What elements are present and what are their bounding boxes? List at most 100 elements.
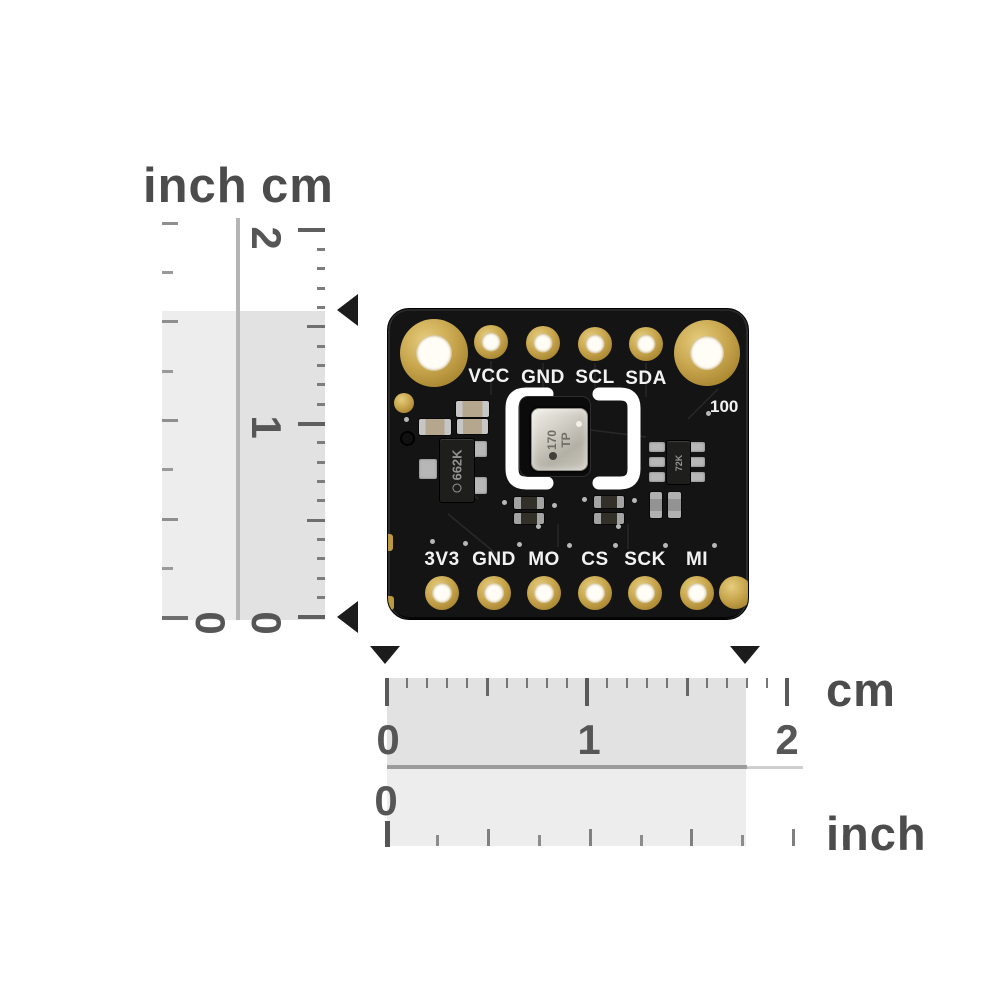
ruler-tick [317,344,325,348]
sensor-marking-line1: 170 [544,429,559,450]
mounting-hole-top-left [400,319,468,387]
pin-hole-cs-bore [585,583,605,603]
vertical-ruler-inch-label: inch [143,159,248,213]
cm-label-2: 2 [243,226,290,250]
ruler-tick [625,678,629,688]
via-dot [612,542,618,548]
via-dot [631,497,637,503]
ruler-tick [741,835,745,846]
pin-hole-sck [628,576,662,610]
cm-label-1: 1 [243,415,290,439]
horizontal-ruler-divider [387,765,747,769]
cm-label-1-horizontal: 1 [577,716,601,763]
ruler-tick [745,678,749,688]
pin-label-scl: SCL [575,367,615,388]
ruler-tick [585,678,589,706]
ruler-tick [665,678,669,688]
ruler-tick [765,678,769,688]
vertical-inch-band [162,311,238,620]
via-dot [551,502,557,508]
ruler-tick [545,678,549,688]
ruler-tick [317,538,325,542]
mounting-hole-top-right [674,320,740,386]
ruler-tick [445,678,449,688]
ic-pad [689,442,705,452]
mounting-hole-top-left-bore [416,335,452,371]
ruler-tick [317,286,325,290]
ruler-tick [162,418,178,422]
ruler-tick [565,678,569,688]
sensor-silkscreen-brackets [505,387,641,490]
pin-hole-scl-bore [585,334,605,354]
sensor-pin1-dot [576,421,582,427]
horizontal-ruler-inch-label: inch [826,807,927,860]
pin-hole-gnd-top-bore [533,333,553,353]
ruler-tick [162,270,173,274]
regulator-marking: 662K [449,448,465,493]
ruler-tick [588,829,592,846]
ruler-tick [405,678,409,688]
pin-label-sck: SCK [624,549,666,570]
pin-hole-vcc-bore [481,332,501,352]
ruler-tick [436,835,440,846]
pin-hole-gnd-bottom-bore [484,583,504,603]
corner-gold-pad [719,576,748,609]
ruler-tick [487,829,491,846]
pin-label-cs: CS [581,549,609,570]
cm-label-2-horizontal: 2 [775,716,799,763]
board-left-edge-arrow [370,646,400,664]
ruler-tick [465,678,469,688]
capacitor [650,492,662,518]
ruler-tick [537,835,541,846]
regulator-logo [452,483,462,493]
ic-pad [649,472,665,482]
board-bottom-edge-arrow [337,601,358,633]
ruler-tick [317,247,325,251]
ruler-tick [317,557,325,561]
pin-hole-gnd-bottom [477,576,511,610]
via-dot [705,410,711,416]
ic-marking-text: 72K [673,454,684,471]
pin-label-vcc: VCC [468,366,510,387]
ruler-tick [645,678,649,688]
resistor [594,496,624,508]
regulator-marking-text: 662K [449,448,465,481]
inch-label-0-vertical: 0 [187,611,234,635]
gold-test-pad [394,393,414,413]
ruler-tick [298,615,325,619]
ruler-tick [705,678,709,688]
pin-label-mi: MI [685,549,709,570]
pin-label-gnd-top: GND [521,367,565,388]
capacitor [668,492,681,518]
ic-pad [649,457,665,467]
ruler-tick [162,468,173,472]
sensor-marking-line2: TP [558,431,573,448]
ruler-tick [317,596,325,600]
board-right-edge-arrow [730,646,760,664]
pin-hole-cs [578,576,612,610]
via-dot [662,542,668,548]
capacitor [456,401,489,417]
ruler-tick [685,678,689,696]
ruler-tick [298,421,325,426]
ic-pad [649,442,665,452]
ruler-tick [525,678,529,688]
pcb-board: VCC GND SCL SDA 100 170 TP [387,308,749,620]
pin-label-gnd-bottom: GND [472,549,516,570]
ruler-tick [690,829,694,846]
horizontal-ruler-divider-ext [747,766,803,769]
silkscreen-100: 100 [710,397,739,416]
ruler-tick [725,678,729,688]
ruler-tick [162,320,178,324]
pin-hole-gnd-top [526,326,560,360]
via-dot [462,540,468,546]
ruler-tick [317,480,325,484]
pin-label-sda: SDA [625,368,667,389]
mounting-hole-top-right-bore [690,336,724,370]
sensor-vent-hole [549,452,557,460]
via-dot [516,541,522,547]
ruler-tick [317,499,325,503]
cm-label-0: 0 [243,611,290,635]
ruler-tick [317,402,325,406]
ruler-tick [317,305,325,309]
